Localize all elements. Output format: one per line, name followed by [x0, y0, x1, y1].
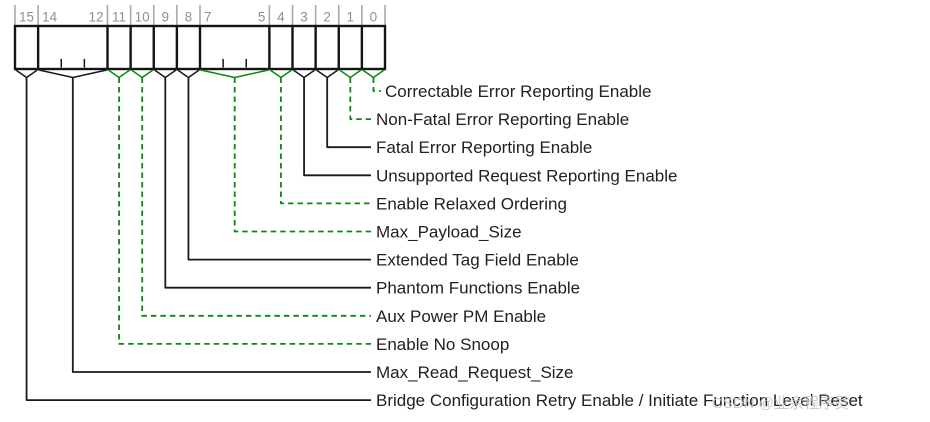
- field-connector: [71, 77, 371, 373]
- bit-number: 4: [277, 10, 285, 25]
- bit-number: 9: [162, 10, 170, 25]
- field-brace: [154, 69, 177, 79]
- field-label: Extended Tag Field Enable: [376, 251, 579, 270]
- field-label: Aux Power PM Enable: [376, 307, 546, 326]
- field-connector: [118, 77, 371, 345]
- field-connector: [303, 77, 371, 177]
- field-brace: [269, 69, 293, 79]
- bit-number: 0: [370, 10, 378, 25]
- field-label: Fatal Error Reporting Enable: [376, 138, 592, 157]
- bit-number: 8: [185, 10, 193, 25]
- bit-number: 15: [19, 10, 34, 25]
- field-label: Enable No Snoop: [376, 335, 509, 354]
- field-connector: [25, 77, 371, 401]
- bit-number: 3: [300, 10, 308, 25]
- bit-number: 1: [347, 10, 355, 25]
- field-braces: [15, 69, 385, 79]
- field-brace: [362, 69, 385, 79]
- field-label: Bridge Configuration Retry Enable / Init…: [376, 391, 863, 410]
- field-connector: [326, 77, 371, 149]
- field-label: Max_Payload_Size: [376, 223, 522, 242]
- bit-number: 7: [204, 10, 212, 25]
- field-connector: [372, 77, 381, 92]
- field-label: Non-Fatal Error Reporting Enable: [376, 110, 629, 129]
- bit-number-ticks: [14, 5, 386, 26]
- field-label: Enable Relaxed Ordering: [376, 194, 567, 213]
- field-label: Correctable Error Reporting Enable: [385, 82, 651, 101]
- field-brace: [107, 69, 131, 79]
- register-box: [13, 24, 387, 71]
- field-connector: [187, 77, 371, 261]
- bit-number: 12: [88, 10, 103, 25]
- field-label: Phantom Functions Enable: [376, 279, 580, 298]
- field-connector: [141, 77, 371, 317]
- bit-number: 11: [112, 10, 126, 25]
- field-label: Unsupported Request Reporting Enable: [376, 166, 677, 185]
- field-connector: [349, 77, 371, 120]
- field-brace: [200, 69, 269, 79]
- csdn-watermark: CSDN @业余程序员: [712, 394, 849, 412]
- bit-number: 5: [258, 10, 266, 25]
- field-brace: [339, 69, 362, 79]
- field-connector: [164, 77, 371, 289]
- field-brace: [15, 69, 38, 79]
- field-brace: [315, 69, 339, 79]
- field-brace: [292, 69, 316, 79]
- bit-number: 2: [323, 10, 331, 25]
- connector-lines: [25, 77, 381, 401]
- field-connector: [233, 77, 371, 233]
- field-labels: Correctable Error Reporting EnableNon-Fa…: [376, 82, 863, 410]
- field-brace: [38, 69, 107, 79]
- field-connector: [280, 77, 371, 205]
- field-brace: [130, 69, 154, 79]
- field-label: Max_Read_Request_Size: [376, 363, 574, 382]
- bit-number: 10: [135, 10, 150, 25]
- bit-number: 14: [42, 10, 58, 25]
- field-brace: [177, 69, 200, 79]
